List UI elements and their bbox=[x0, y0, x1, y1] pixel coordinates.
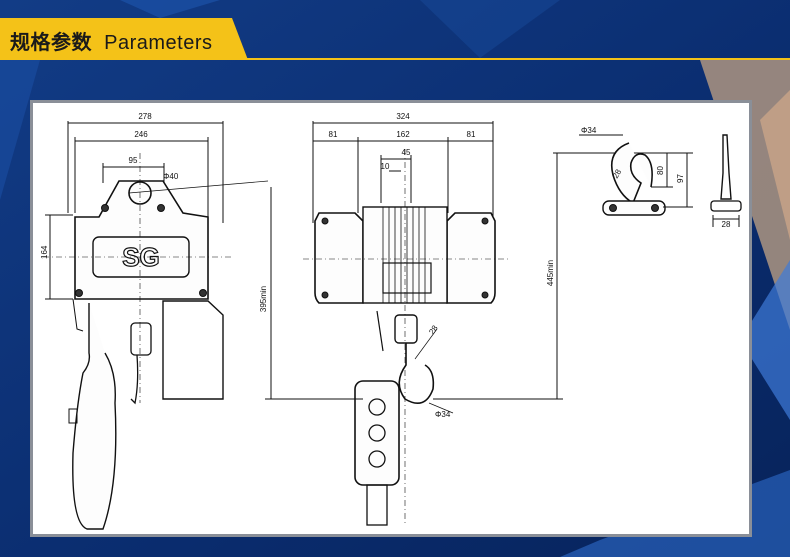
hook-detail bbox=[579, 134, 742, 227]
dim-hook-80: 80 bbox=[656, 166, 665, 175]
dim-side-total-width: 278 bbox=[138, 112, 152, 121]
dim-front-hook-dia: Φ34 bbox=[435, 410, 451, 419]
drawing-panel: SG 278 246 95 Φ40 164 324 81 162 81 45 1… bbox=[30, 100, 752, 537]
dim-front-right: 81 bbox=[467, 130, 476, 139]
dim-front-45: 45 bbox=[402, 148, 411, 157]
dim-hook-97: 97 bbox=[676, 174, 685, 183]
dim-front-395: 395min bbox=[259, 286, 268, 312]
dim-front-total: 324 bbox=[396, 112, 410, 121]
front-view bbox=[265, 121, 663, 526]
dim-front-left: 81 bbox=[329, 130, 338, 139]
dim-front-445: 445min bbox=[546, 260, 555, 286]
header-divider bbox=[0, 58, 790, 60]
dim-side-hole: Φ40 bbox=[163, 172, 179, 181]
dim-front-hook-28: 28 bbox=[427, 323, 440, 336]
page-title: 规格参数 Parameters bbox=[10, 26, 213, 55]
page-title-cn: 规格参数 bbox=[10, 30, 92, 54]
dim-front-center: 162 bbox=[396, 130, 410, 139]
header-banner bbox=[0, 18, 248, 60]
dim-side-body-width: 246 bbox=[134, 130, 148, 139]
dim-hook-dia: Φ34 bbox=[581, 126, 597, 135]
logo-text: SG bbox=[122, 242, 160, 272]
dim-side-hook-offset: 95 bbox=[129, 156, 138, 165]
dim-hook-28b: 28 bbox=[722, 220, 731, 229]
side-view bbox=[43, 121, 269, 530]
technical-drawing: SG 278 246 95 Φ40 164 324 81 162 81 45 1… bbox=[40, 112, 742, 530]
dim-front-10: 10 bbox=[381, 162, 390, 171]
page-title-en: Parameters bbox=[104, 32, 213, 54]
dim-side-height: 164 bbox=[40, 245, 49, 259]
